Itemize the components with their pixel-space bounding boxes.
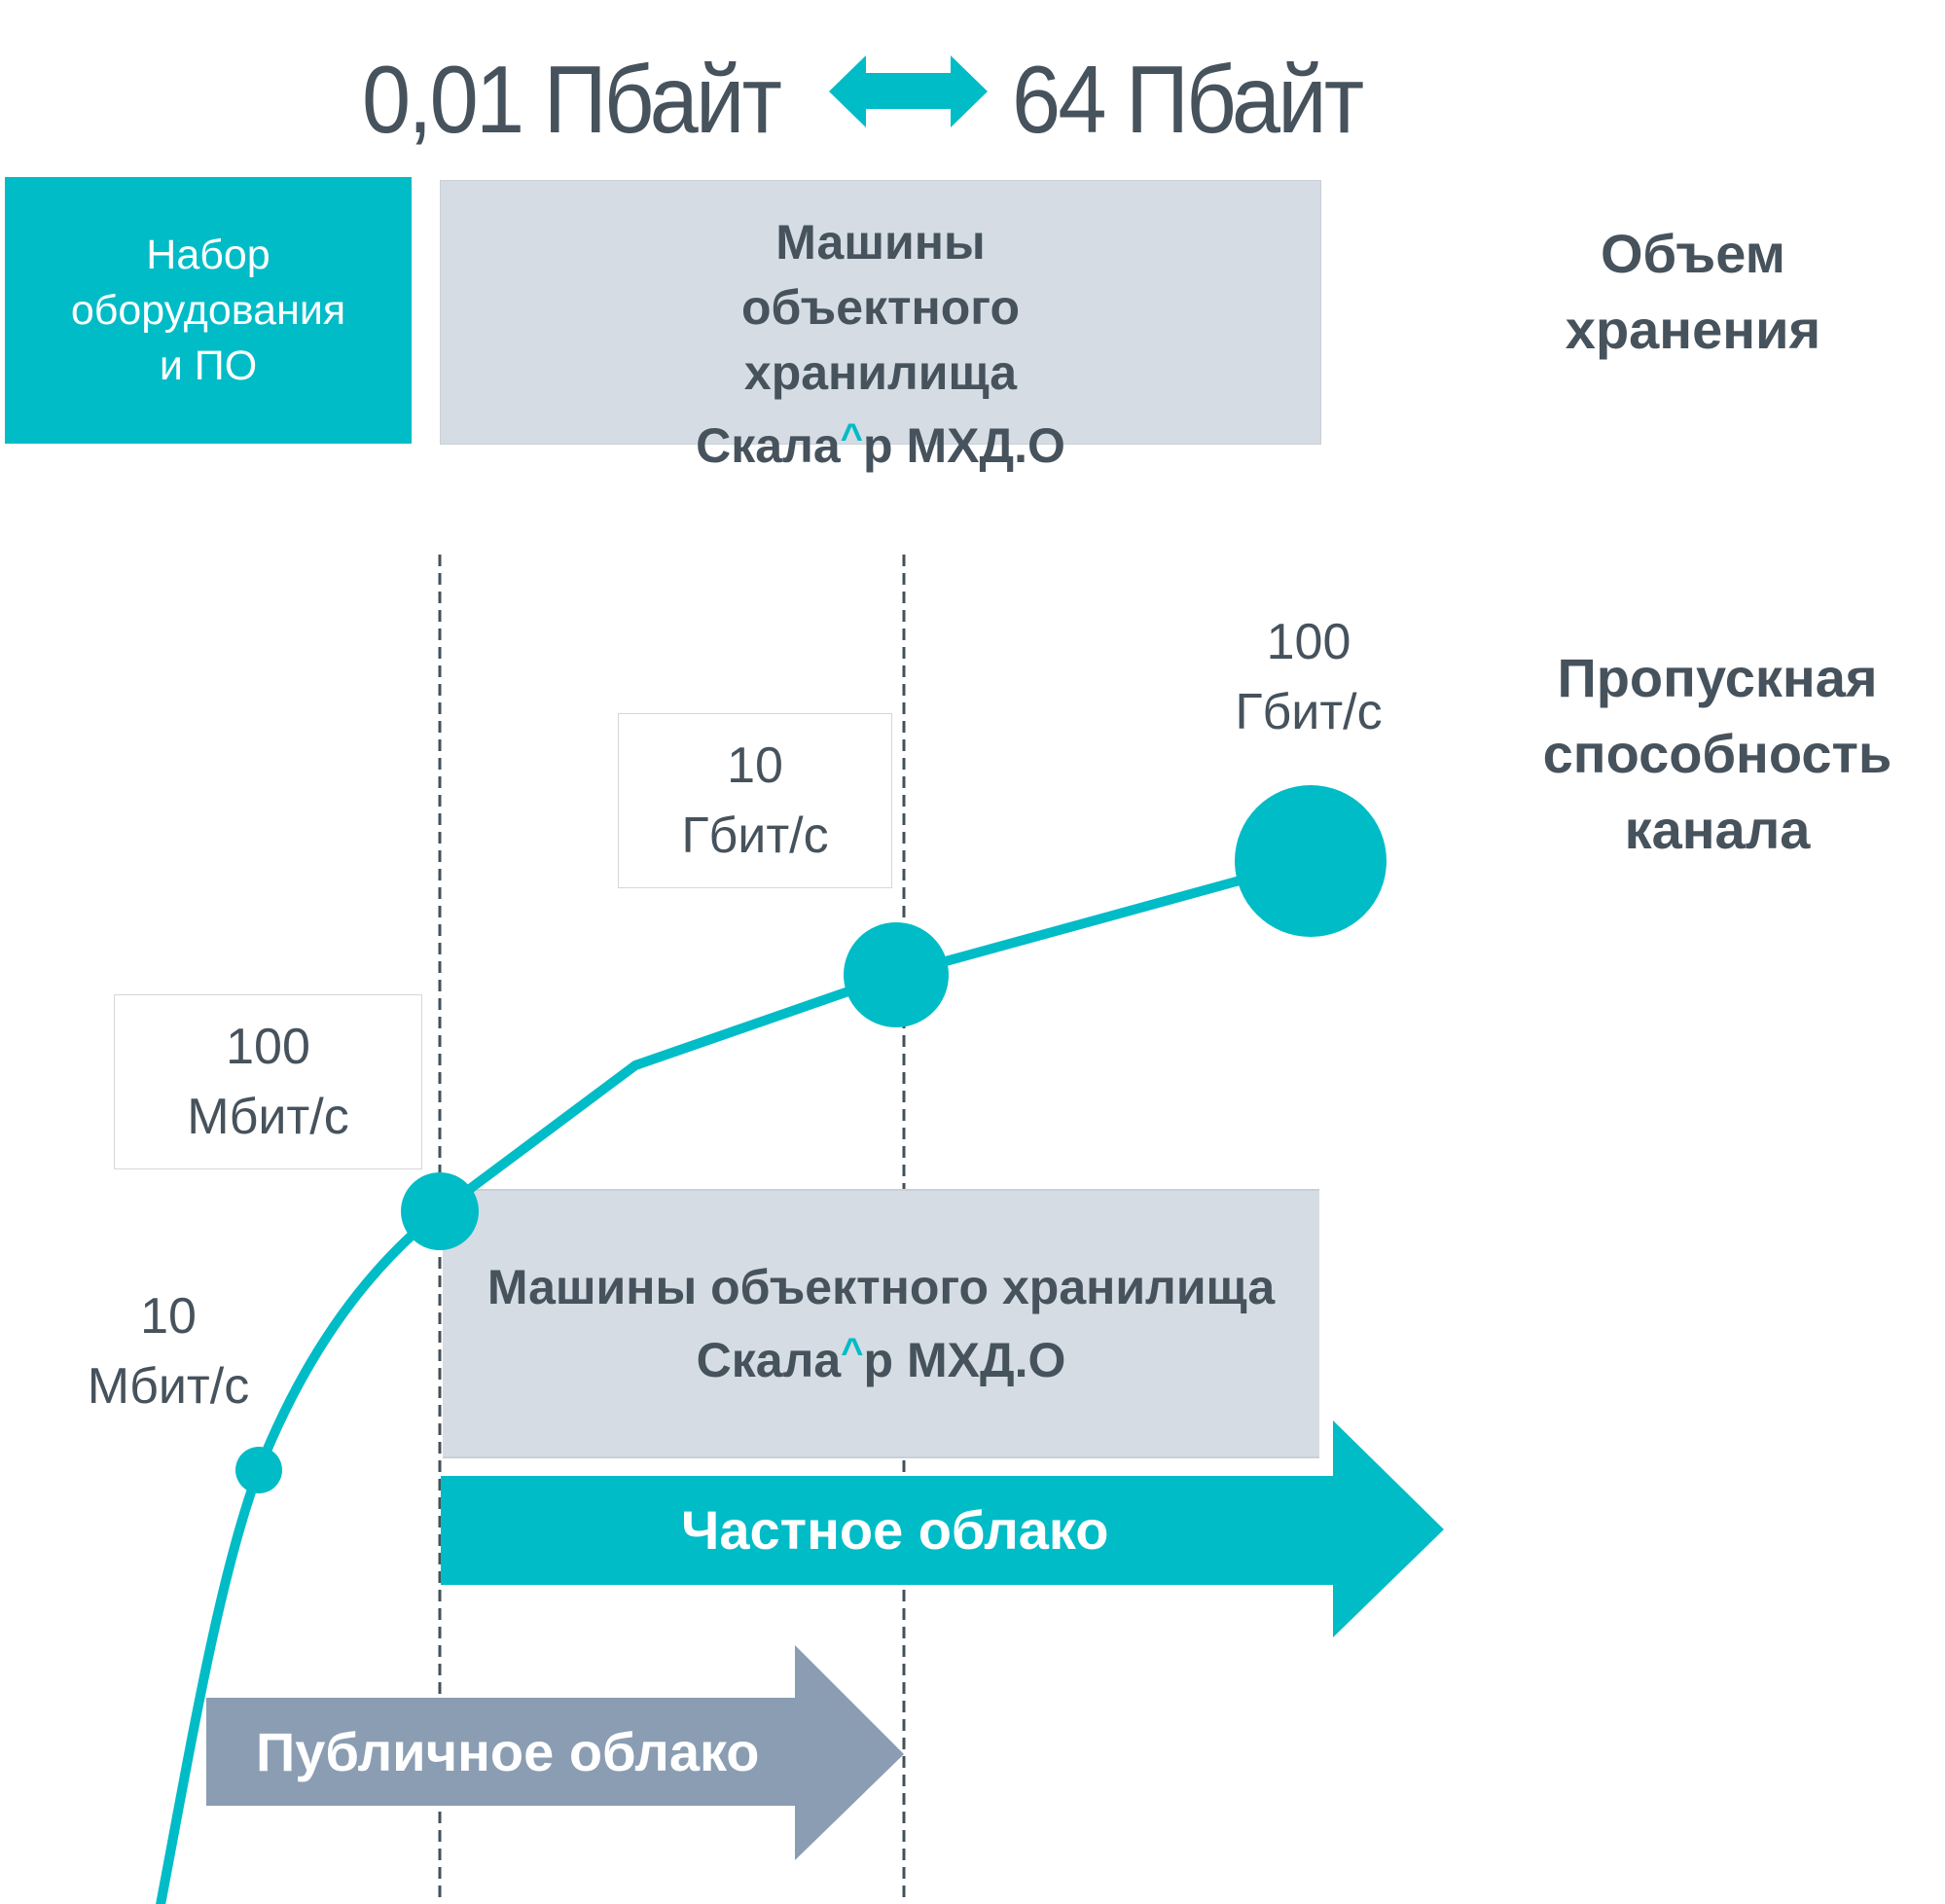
storage-box-brand: Скала^р МХД.О [697,1320,1066,1393]
rate-unit: Мбит/с [87,1358,250,1415]
hardware-software-box: Набор оборудования и ПО [5,177,412,444]
storage-volume-label: Объем хранения [1528,216,1858,368]
storage-box-line: объектного [741,280,1020,335]
max-capacity-label: 64 Пбайт [1012,46,1364,153]
bandwidth-label-line: способность [1542,723,1892,784]
brand-suffix: р МХД.О [863,1332,1066,1387]
rate-value: 100 [1266,614,1351,670]
rate-label-10-mbps: 10 Мбит/с [61,1281,275,1421]
hardware-box-line: и ПО [159,341,258,389]
private-cloud-label: Частное облако [681,1499,1109,1561]
rate-unit: Гбит/с [1235,684,1383,740]
brand-caret: ^ [841,1330,864,1374]
bandwidth-label-line: Пропускная [1557,647,1878,708]
storage-volume-label-line: хранения [1565,299,1821,360]
hardware-box-line: оборудования [70,286,346,334]
hardware-box-line: Набор [146,231,270,278]
storage-box-line: хранилища [743,345,1018,400]
double-arrow-icon [829,55,988,127]
rate-value: 10 [727,737,783,794]
rate-value: 10 [140,1288,197,1345]
rate-unit: Гбит/с [681,808,829,864]
public-cloud-label: Публичное облако [256,1721,760,1782]
storage-box-line: Машины [775,215,986,269]
rate-label-100-mbps: 100 Мбит/с [114,994,422,1169]
brand-prefix: Скала [696,418,841,473]
storage-machines-box-top: Машины объектного хранилища Скала^р МХД.… [440,180,1321,473]
bandwidth-axis-label: Пропускная способность канала [1503,640,1931,868]
brand-prefix: Скала [696,1332,842,1387]
storage-box-brand: Скала^р МХД.О [696,406,1065,479]
rate-label-100-gbps: 100 Гбит/с [1211,607,1406,747]
brand-caret: ^ [840,416,864,459]
storage-volume-label-line: Объем [1600,223,1786,284]
rate-label-10-gbps: 10 Гбит/с [618,713,892,888]
storage-box-line: Машины объектного хранилища [486,1259,1276,1314]
rate-unit: Мбит/с [187,1089,349,1145]
min-capacity-label: 0,01 Пбайт [362,46,782,153]
rate-value: 100 [226,1019,310,1075]
bandwidth-label-line: канала [1624,799,1811,860]
storage-machines-box-bottom: Машины объектного хранилища Скала^р МХД.… [443,1189,1319,1458]
brand-suffix: р МХД.О [863,418,1065,473]
